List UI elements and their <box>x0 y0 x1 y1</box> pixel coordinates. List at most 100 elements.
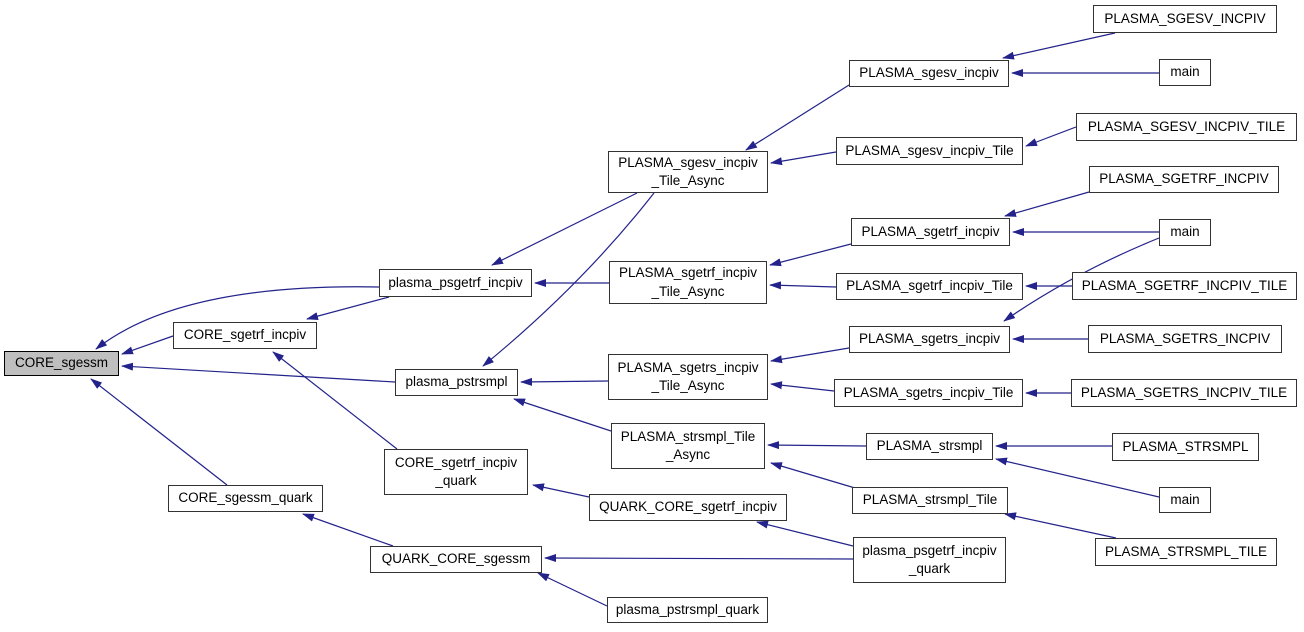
node-PLASMA_sgetrf_incpiv_Tile[interactable]: PLASMA_sgetrf_incpiv_Tile <box>836 273 1023 300</box>
node-PLASMA_sgetrs_incpiv_Tile[interactable]: PLASMA_sgetrs_incpiv_Tile <box>834 379 1023 407</box>
node-label: _Async <box>665 447 711 462</box>
node-label: plasma_pstrsmpl_quark <box>615 601 760 617</box>
edge-PLASMA_strsmpl_Tile--PLASMA_strsmpl_Tile_Async <box>770 462 856 489</box>
edge-PLASMA_sgetrs_incpiv_Tile_Async--plasma_pstrsmpl <box>520 377 609 386</box>
node-label: CORE_sgetrf_incpiv <box>183 327 307 343</box>
node-plasma_pstrsmpl_quark[interactable]: plasma_pstrsmpl_quark <box>607 597 768 623</box>
node-label: _Tile_Async <box>651 378 725 393</box>
node-label: PLASMA_sgetrf_incpiv_Tile <box>846 278 1013 294</box>
node-label: plasma_pstrsmpl <box>405 374 508 390</box>
edge-main_3--PLASMA_strsmpl <box>995 457 1160 498</box>
node-PLASMA_STRSMPL[interactable]: PLASMA_STRSMPL <box>1112 433 1259 461</box>
edge-CORE_sgetrf_incpiv--CORE_sgessm <box>121 335 174 355</box>
edge-CORE_sgessm_quark--CORE_sgessm <box>90 378 228 486</box>
node-label: PLASMA_SGESV_INCPIV <box>1104 10 1266 26</box>
node-PLASMA_SGETRF_INCPIV[interactable]: PLASMA_SGETRF_INCPIV <box>1089 166 1279 193</box>
node-PLASMA_sgesv_incpiv_Tile[interactable]: PLASMA_sgesv_incpiv_Tile <box>836 137 1023 165</box>
node-label: CORE_sgessm <box>14 355 109 371</box>
edge-PLASMA_sgesv_incpiv_Tile--PLASMA_sgesv_incpiv_Tile_Async <box>770 151 837 166</box>
edge-plasma_psgetrf_incpiv_quark--QUARK_CORE_sgetrf_incpiv <box>756 520 854 547</box>
node-PLASMA_sgesv_incpiv[interactable]: PLASMA_sgesv_incpiv <box>849 60 1009 87</box>
node-PLASMA_SGETRS_INCPIV_TILE[interactable]: PLASMA_SGETRS_INCPIV_TILE <box>1071 379 1297 407</box>
edge-plasma_psgetrf_incpiv--CORE_sgetrf_incpiv <box>306 296 390 321</box>
node-PLASMA_sgetrf_incpiv[interactable]: PLASMA_sgetrf_incpiv <box>851 218 1010 246</box>
node-PLASMA_strsmpl[interactable]: PLASMA_strsmpl <box>866 433 993 460</box>
edge-PLASMA_strsmpl--PLASMA_strsmpl_Tile_Async <box>767 441 867 450</box>
node-label: PLASMA_strsmpl <box>876 438 983 454</box>
node-PLASMA_sgetrs_incpiv[interactable]: PLASMA_sgetrs_incpiv <box>849 326 1010 353</box>
node-label: main <box>1170 64 1200 80</box>
node-PLASMA_sgetrf_incpiv_Tile_Async[interactable]: PLASMA_sgetrf_incpiv _Tile_Async <box>609 261 767 304</box>
node-PLASMA_strsmpl_Tile_Async[interactable]: PLASMA_strsmpl_Tile _Async <box>611 423 765 469</box>
node-PLASMA_sgetrs_incpiv_Tile_Async[interactable]: PLASMA_sgetrs_incpiv _Tile_Async <box>608 354 768 400</box>
node-label: plasma_psgetrf_incpiv <box>388 274 523 290</box>
node-label: PLASMA_SGETRF_INCPIV_TILE <box>1081 277 1288 293</box>
node-plasma_pstrsmpl[interactable]: plasma_pstrsmpl <box>395 369 518 396</box>
node-label: PLASMA_SGESV_INCPIV_TILE <box>1087 118 1286 134</box>
node-label: PLASMA_sgetrs_incpiv <box>617 359 759 375</box>
node-PLASMA_SGETRS_INCPIV[interactable]: PLASMA_SGETRS_INCPIV <box>1088 325 1282 353</box>
node-CORE_sgetrf_incpiv_quark[interactable]: CORE_sgetrf_incpiv_quark <box>384 449 528 495</box>
node-main_3[interactable]: main <box>1159 487 1211 513</box>
node-label: PLASMA_sgesv_incpiv <box>618 154 758 170</box>
node-label: _Tile_Async <box>651 283 725 299</box>
node-label: PLASMA_SGETRS_INCPIV_TILE <box>1080 384 1288 400</box>
node-CORE_sgessm[interactable]: CORE_sgessm <box>4 351 119 376</box>
node-label: PLASMA_strsmpl_Tile <box>620 428 756 444</box>
edge-PLASMA_SGESV_INCPIV--PLASMA_sgesv_incpiv <box>1002 32 1116 60</box>
edge-PLASMA_SGETRF_INCPIV--PLASMA_sgetrf_incpiv <box>1004 191 1090 217</box>
node-label: PLASMA_STRSMPL_TILE <box>1104 543 1268 559</box>
node-label: PLASMA_sgetrs_incpiv <box>858 331 1001 347</box>
edge-PLASMA_sgesv_incpiv--PLASMA_sgesv_incpiv_Tile_Async <box>745 84 850 151</box>
node-label: PLASMA_sgetrf_incpiv <box>618 265 758 281</box>
node-QUARK_CORE_sgessm[interactable]: QUARK_CORE_sgessm <box>370 546 542 573</box>
edge-CORE_sgetrf_incpiv_quark--CORE_sgetrf_incpiv <box>272 351 398 450</box>
node-CORE_sgetrf_incpiv[interactable]: CORE_sgetrf_incpiv <box>173 322 317 349</box>
edge-PLASMA_sgetrs_incpiv--PLASMA_sgetrs_incpiv_Tile_Async <box>770 347 850 364</box>
edge-PLASMA_sgesv_incpiv_Tile_Async--plasma_pstrsmpl <box>482 192 655 367</box>
edge-QUARK_CORE_sgetrf_incpiv--CORE_sgetrf_incpiv_quark <box>532 483 590 498</box>
node-label: _quark <box>908 561 951 576</box>
edge-plasma_pstrsmpl--CORE_sgessm <box>121 362 396 383</box>
node-PLASMA_sgesv_incpiv_Tile_Async[interactable]: PLASMA_sgesv_incpiv _Tile_Async <box>608 151 768 193</box>
node-plasma_psgetrf_incpiv_quark[interactable]: plasma_psgetrf_incpiv _quark <box>853 537 1006 583</box>
node-label: PLASMA_sgetrs_incpiv_Tile <box>843 384 1014 400</box>
node-label: _Tile_Async <box>651 173 725 188</box>
node-label: PLASMA_sgetrf_incpiv <box>861 223 1000 239</box>
node-label: CORE_sgetrf_incpiv <box>394 454 518 470</box>
node-main_2[interactable]: main <box>1159 219 1211 246</box>
node-main_1[interactable]: main <box>1159 59 1211 86</box>
node-label: PLASMA_SGETRS_INCPIV <box>1099 330 1271 346</box>
edge-plasma_psgetrf_incpiv--CORE_sgessm <box>95 286 380 350</box>
edge-PLASMA_sgetrs_incpiv_Tile--PLASMA_sgetrs_incpiv_Tile_Async <box>770 381 835 392</box>
node-label: plasma_psgetrf_incpiv <box>862 542 997 558</box>
edge-PLASMA_sgesv_incpiv_Tile_Async--plasma_psgetrf_incpiv <box>491 192 638 266</box>
node-label: PLASMA_STRSMPL <box>1122 438 1249 454</box>
edge-plasma_psgetrf_incpiv_quark--QUARK_CORE_sgessm <box>544 554 854 563</box>
node-label: QUARK_CORE_sgetrf_incpiv <box>599 499 777 515</box>
node-PLASMA_STRSMPL_TILE[interactable]: PLASMA_STRSMPL_TILE <box>1095 538 1277 566</box>
node-PLASMA_SGESV_INCPIV_TILE[interactable]: PLASMA_SGESV_INCPIV_TILE <box>1076 113 1297 141</box>
edge-PLASMA_STRSMPL_TILE--PLASMA_strsmpl_Tile <box>1004 512 1117 539</box>
node-label: CORE_sgessm_quark <box>178 490 313 506</box>
node-label: PLASMA_SGETRF_INCPIV <box>1099 171 1269 187</box>
edge-plasma_pstrsmpl_quark--QUARK_CORE_sgessm <box>537 572 608 607</box>
node-PLASMA_strsmpl_Tile[interactable]: PLASMA_strsmpl_Tile <box>852 487 1008 514</box>
node-label: PLASMA_strsmpl_Tile <box>862 492 998 508</box>
edge-PLASMA_strsmpl_Tile_Async--plasma_pstrsmpl <box>513 398 612 432</box>
node-QUARK_CORE_sgetrf_incpiv[interactable]: QUARK_CORE_sgetrf_incpiv <box>589 494 787 521</box>
node-plasma_psgetrf_incpiv[interactable]: plasma_psgetrf_incpiv <box>379 269 532 297</box>
edge-QUARK_CORE_sgessm--CORE_sgessm_quark <box>302 513 394 547</box>
node-CORE_sgessm_quark[interactable]: CORE_sgessm_quark <box>168 485 323 512</box>
edge-PLASMA_SGESV_INCPIV_TILE--PLASMA_sgesv_incpiv_Tile <box>1025 126 1077 147</box>
node-label: main <box>1170 224 1200 240</box>
node-label: main <box>1170 491 1200 507</box>
edge-PLASMA_sgetrf_incpiv_Tile--PLASMA_sgetrf_incpiv_Tile_Async <box>769 281 837 290</box>
node-PLASMA_SGESV_INCPIV[interactable]: PLASMA_SGESV_INCPIV <box>1093 5 1277 33</box>
node-PLASMA_SGETRF_INCPIV_TILE[interactable]: PLASMA_SGETRF_INCPIV_TILE <box>1072 272 1297 300</box>
edge-PLASMA_sgetrf_incpiv--PLASMA_sgetrf_incpiv_Tile_Async <box>769 243 852 267</box>
node-label: QUARK_CORE_sgessm <box>381 551 531 567</box>
node-label: PLASMA_sgesv_incpiv <box>859 65 999 81</box>
